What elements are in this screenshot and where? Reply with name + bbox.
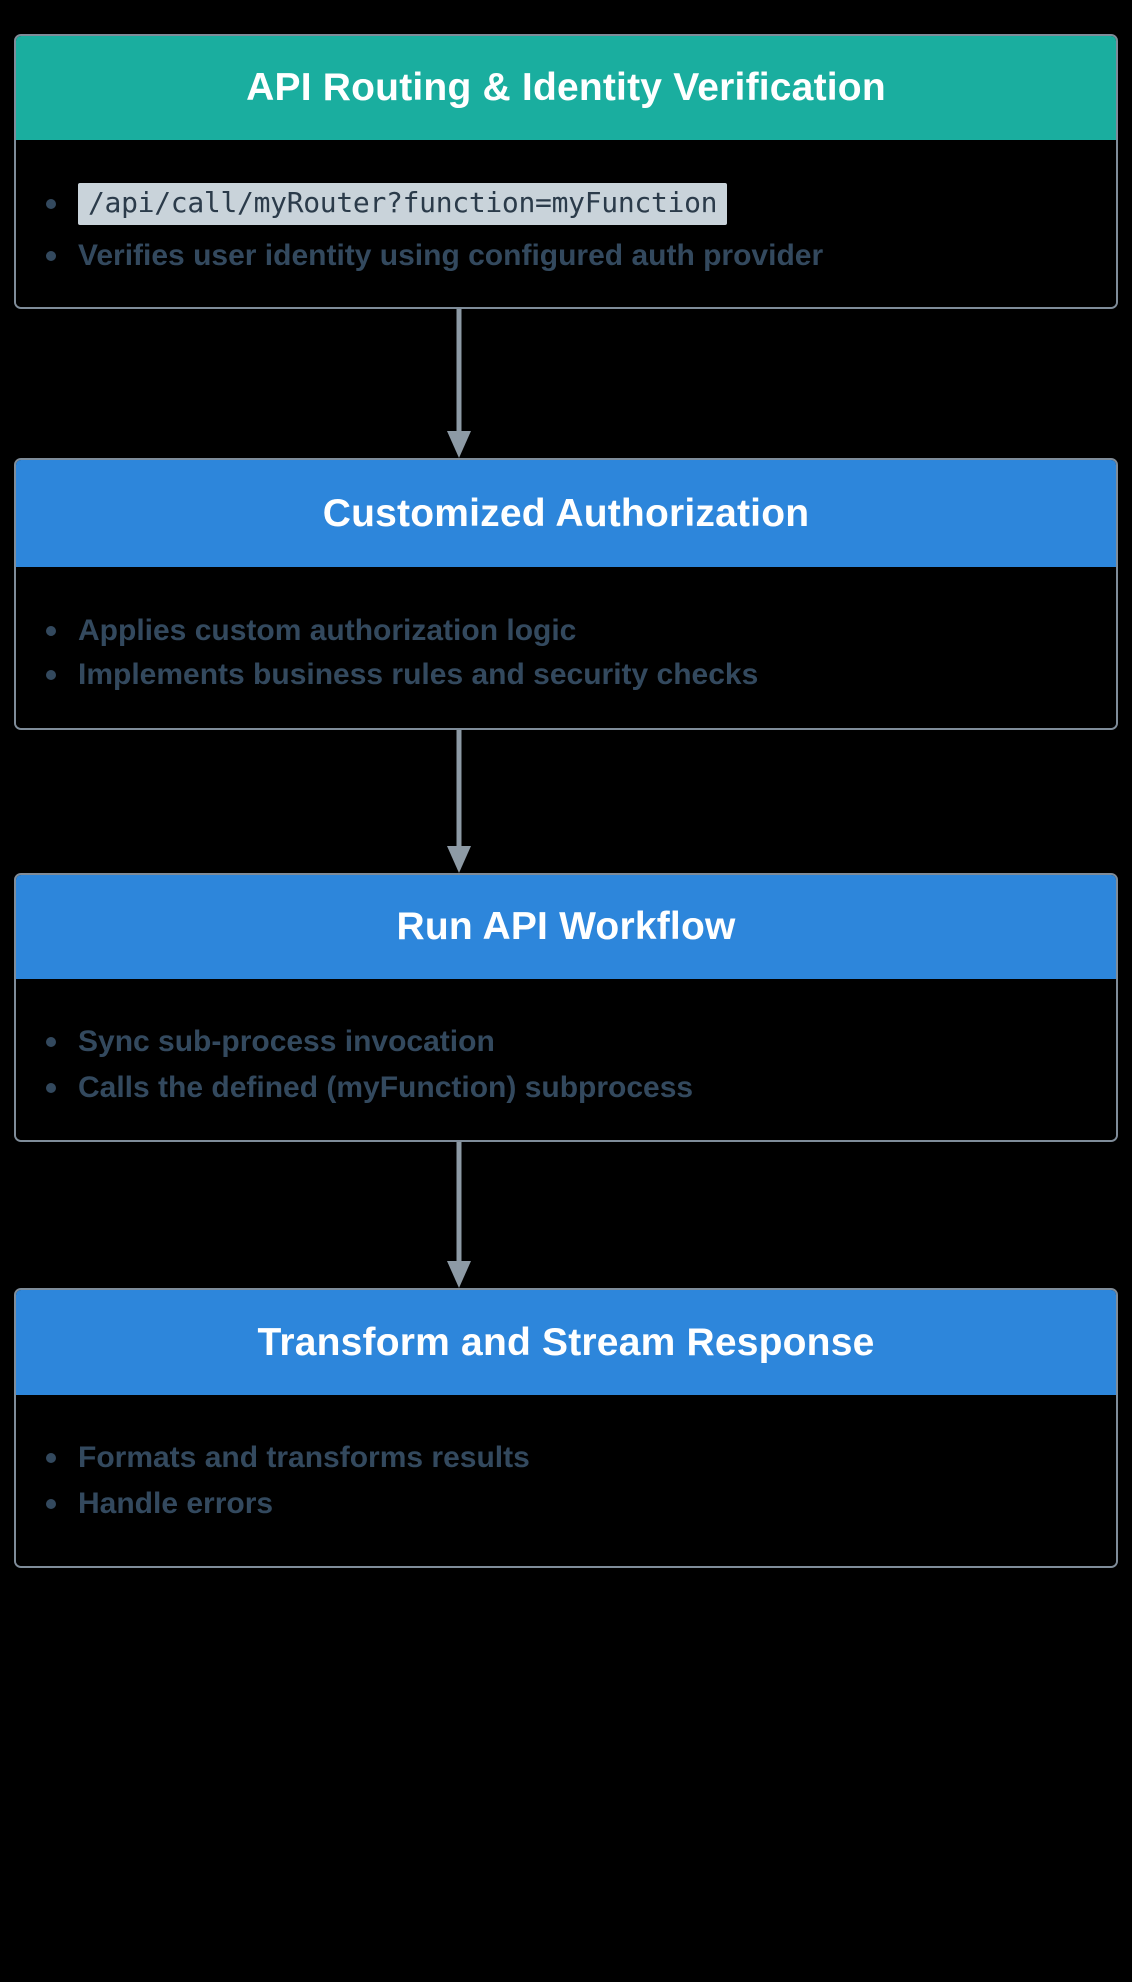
flow-node-transform-stream-response[interactable]: Transform and Stream Response Formats an… xyxy=(14,1288,1118,1568)
code-endpoint: /api/call/myRouter?function=myFunction xyxy=(78,183,728,225)
flow-node-customized-authorization[interactable]: Customized Authorization Applies custom … xyxy=(14,458,1118,730)
bullet-list: Sync sub-process invocation Calls the de… xyxy=(16,1019,1116,1111)
bullet-dot-icon xyxy=(46,199,56,209)
list-item: Verifies user identity using configured … xyxy=(16,230,1116,282)
bullet-dot-icon xyxy=(46,1453,56,1463)
flow-node-body-api-routing: /api/call/myRouter?function=myFunction V… xyxy=(16,140,1116,307)
connector-arrow-3 xyxy=(0,1142,1132,1290)
list-item: Calls the defined (myFunction) subproces… xyxy=(16,1065,1116,1111)
bullet-label: Sync sub-process invocation xyxy=(78,1025,495,1058)
bullet-label: Implements business rules and security c… xyxy=(78,658,759,691)
list-item: Applies custom authorization logic xyxy=(16,609,1116,653)
flow-node-body-run-api-workflow: Sync sub-process invocation Calls the de… xyxy=(16,979,1116,1140)
flow-node-header-customized-authorization: Customized Authorization xyxy=(16,460,1116,567)
flow-node-api-routing[interactable]: API Routing & Identity Verification /api… xyxy=(14,34,1118,309)
flow-node-body-customized-authorization: Applies custom authorization logic Imple… xyxy=(16,567,1116,728)
bullet-dot-icon xyxy=(46,670,56,680)
list-item: Handle errors xyxy=(16,1481,1116,1527)
bullet-dot-icon xyxy=(46,626,56,636)
flow-node-title: API Routing & Identity Verification xyxy=(246,66,886,109)
connector-arrow-1 xyxy=(0,309,1132,460)
flow-node-title: Run API Workflow xyxy=(396,905,736,948)
bullet-label: Handle errors xyxy=(78,1487,274,1520)
flow-node-body-transform-stream-response: Formats and transforms results Handle er… xyxy=(16,1395,1116,1566)
bullet-dot-icon xyxy=(46,1083,56,1093)
list-item: Implements business rules and security c… xyxy=(16,653,1116,697)
list-item: Formats and transforms results xyxy=(16,1435,1116,1481)
bullet-dot-icon xyxy=(46,251,56,261)
bullet-label: Formats and transforms results xyxy=(78,1441,530,1474)
flow-node-header-api-routing: API Routing & Identity Verification xyxy=(16,36,1116,140)
flow-node-title: Transform and Stream Response xyxy=(257,1320,875,1364)
flow-node-header-transform-stream-response: Transform and Stream Response xyxy=(16,1290,1116,1395)
list-item: Sync sub-process invocation xyxy=(16,1019,1116,1065)
bullet-list: Formats and transforms results Handle er… xyxy=(16,1435,1116,1527)
bullet-dot-icon xyxy=(46,1037,56,1047)
flow-node-title: Customized Authorization xyxy=(322,491,810,535)
bullet-label: Verifies user identity using configured … xyxy=(78,239,824,272)
flow-node-run-api-workflow[interactable]: Run API Workflow Sync sub-process invoca… xyxy=(14,873,1118,1142)
bullet-list: Applies custom authorization logic Imple… xyxy=(16,609,1116,697)
flow-node-header-run-api-workflow: Run API Workflow xyxy=(16,875,1116,979)
list-item: /api/call/myRouter?function=myFunction xyxy=(16,178,1116,230)
bullet-label: Applies custom authorization logic xyxy=(78,614,577,647)
connector-arrow-2 xyxy=(0,730,1132,875)
bullet-list: /api/call/myRouter?function=myFunction V… xyxy=(16,178,1116,282)
bullet-label: Calls the defined (myFunction) subproces… xyxy=(78,1071,694,1104)
bullet-dot-icon xyxy=(46,1499,56,1509)
